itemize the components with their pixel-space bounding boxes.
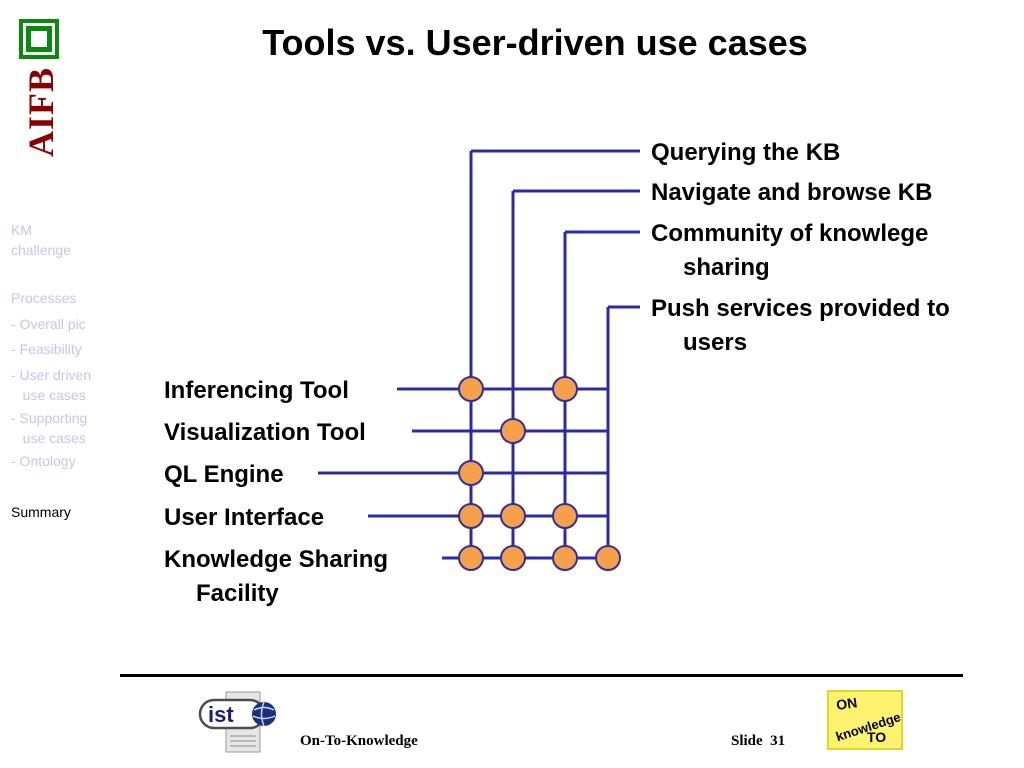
node-ui-querying [458, 503, 484, 529]
tool-label-ksf: Knowledge Sharing [164, 546, 388, 573]
usecase-label-push-line2: users [683, 329, 747, 356]
sidebar-item-ontology[interactable]: - Ontology [11, 453, 76, 469]
otk-logo-line1: ON [835, 694, 858, 713]
tool-label-ksf-line2: Facility [196, 580, 279, 607]
node-visualization-navigate [500, 418, 526, 444]
on-to-knowledge-logo-icon: ON knowledge TO [827, 690, 903, 750]
usecase-label-push: Push services provided to [651, 295, 950, 322]
ist-logo-icon: ist [198, 691, 276, 753]
usecase-label-navigate: Navigate and browse KB [651, 179, 932, 206]
sidebar-item-km-challenge[interactable]: KM challenge [11, 222, 71, 258]
sidebar-item-supporting[interactable]: - Supporting use cases [11, 410, 88, 446]
tool-label-ui: User Interface [164, 504, 324, 531]
footer-divider [120, 674, 963, 677]
node-ui-navigate [500, 503, 526, 529]
node-ksf-querying [458, 545, 484, 571]
slide-number: Slide 31 [731, 733, 786, 749]
node-inferencing-querying [458, 376, 484, 402]
sidebar-item-summary[interactable]: Summary [11, 504, 71, 520]
sidebar-item-feasibility[interactable]: - Feasibility [11, 341, 82, 357]
tool-label-visualization: Visualization Tool [164, 419, 366, 446]
tool-label-ql: QL Engine [164, 461, 284, 488]
usecase-label-community: Community of knowlege [651, 220, 928, 247]
node-ksf-push [595, 545, 621, 571]
usecase-label-querying: Querying the KB [651, 139, 840, 166]
sidebar-item-user-driven[interactable]: - User driven use cases [11, 367, 92, 403]
aifb-logo-icon [19, 19, 59, 59]
sidebar-item-overall-pic[interactable]: - Overall pic [11, 316, 86, 332]
node-ksf-community [552, 545, 578, 571]
usecase-label-community-line2: sharing [683, 254, 770, 281]
otk-logo-line3: TO [867, 729, 886, 745]
sidebar-item-processes[interactable]: Processes [11, 290, 77, 306]
node-ui-community [552, 503, 578, 529]
node-inferencing-community [552, 376, 578, 402]
node-ql-querying [458, 460, 484, 486]
tool-label-inferencing: Inferencing Tool [164, 377, 349, 404]
node-ksf-navigate [500, 545, 526, 571]
ist-logo-text: ist [208, 702, 234, 727]
footer-project-name: On-To-Knowledge [300, 733, 418, 749]
page-title: Tools vs. User-driven use cases [262, 22, 808, 63]
